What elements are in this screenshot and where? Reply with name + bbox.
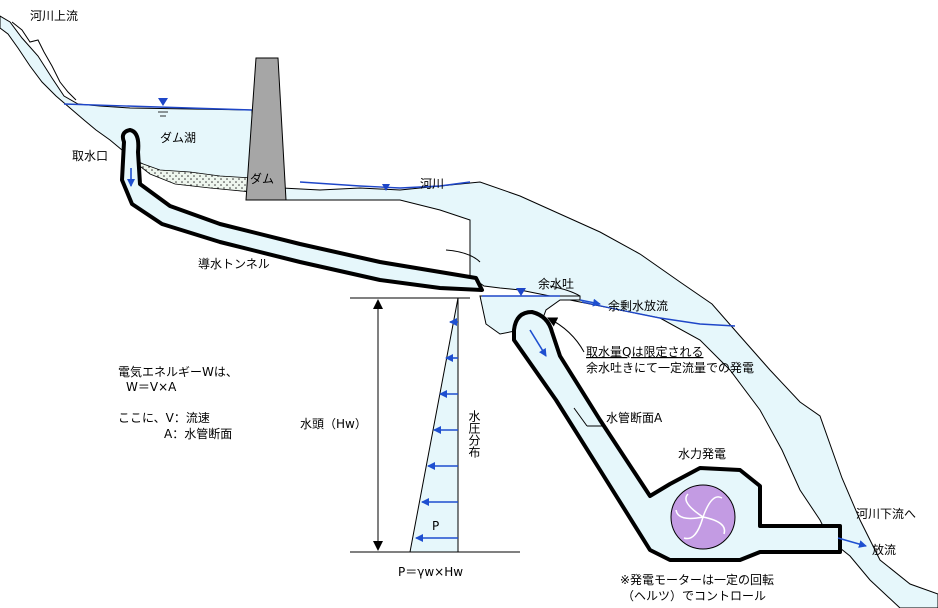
label-discharge: 放流	[872, 542, 896, 557]
label-dam: ダム	[250, 171, 274, 186]
dam-body	[245, 57, 287, 201]
label-downstream: 河川下流へ	[856, 507, 916, 521]
label-headrace-tunnel: 導水トンネル	[198, 257, 270, 271]
label-river: 河川	[420, 177, 444, 191]
label-head: 水頭（Hw）	[300, 417, 367, 431]
label-motor-note-1: ※発電モーターは一定の回転	[620, 572, 774, 587]
label-spillway: 余水吐	[538, 276, 574, 291]
label-energy-2: W＝V×A	[126, 380, 177, 394]
label-penstock-section: 水管断面A	[606, 410, 663, 425]
water-level-icon	[158, 98, 526, 296]
label-upstream: 河川上流	[30, 9, 78, 23]
label-intake-limited: 取水量Qは限定される	[586, 344, 703, 359]
label-hydro-power: 水力発電	[678, 447, 726, 461]
leader-lines	[445, 249, 604, 427]
penstock-system	[479, 295, 842, 562]
label-constant-flow: 余水吐きにて一定流量での発電	[586, 360, 754, 375]
pressure-distribution	[350, 297, 520, 553]
label-surplus-discharge: 余剰水放流	[608, 298, 668, 313]
river-channel	[281, 181, 938, 608]
label-p: P	[432, 519, 439, 533]
turbine-wheel-icon	[670, 484, 736, 550]
label-pressure-dist: 水圧分布	[467, 410, 481, 459]
label-motor-note-2: （ヘルツ）でコントロール	[622, 589, 766, 603]
label-intake: 取水口	[72, 149, 108, 163]
flow-arrow-icon	[127, 168, 867, 548]
label-energy-4: A：水管断面	[164, 426, 232, 441]
headrace-tunnel	[120, 128, 484, 292]
label-energy-3: ここに、V：流速	[118, 411, 210, 425]
label-formula: P＝γw×Hw	[398, 565, 463, 579]
label-energy-1: 電気エネルギーWは、	[118, 364, 238, 379]
label-dam-lake: ダム湖	[160, 130, 196, 145]
